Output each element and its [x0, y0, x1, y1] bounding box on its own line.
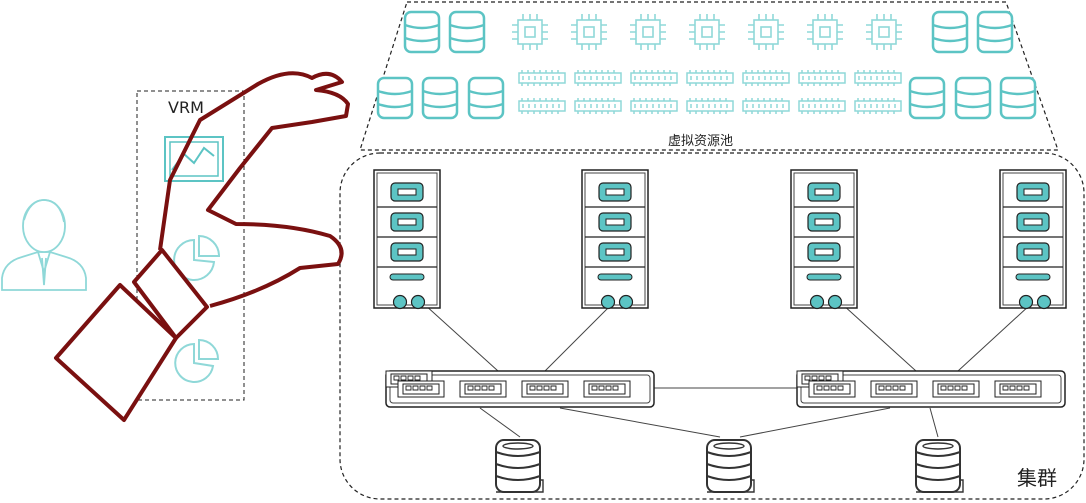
resource-pool-boundary — [359, 1, 1059, 151]
hand-icon — [54, 71, 350, 422]
vrm-title: VRM — [168, 98, 204, 117]
vrm-box — [136, 90, 245, 401]
pie-chart-icon — [174, 338, 220, 383]
cluster-boundary — [339, 152, 1085, 500]
network-links — [423, 303, 1032, 438]
cluster-title: 集群 — [1017, 466, 1057, 490]
resource-pool-title: 虚拟资源池 — [668, 134, 734, 149]
person-icon — [1, 199, 87, 291]
